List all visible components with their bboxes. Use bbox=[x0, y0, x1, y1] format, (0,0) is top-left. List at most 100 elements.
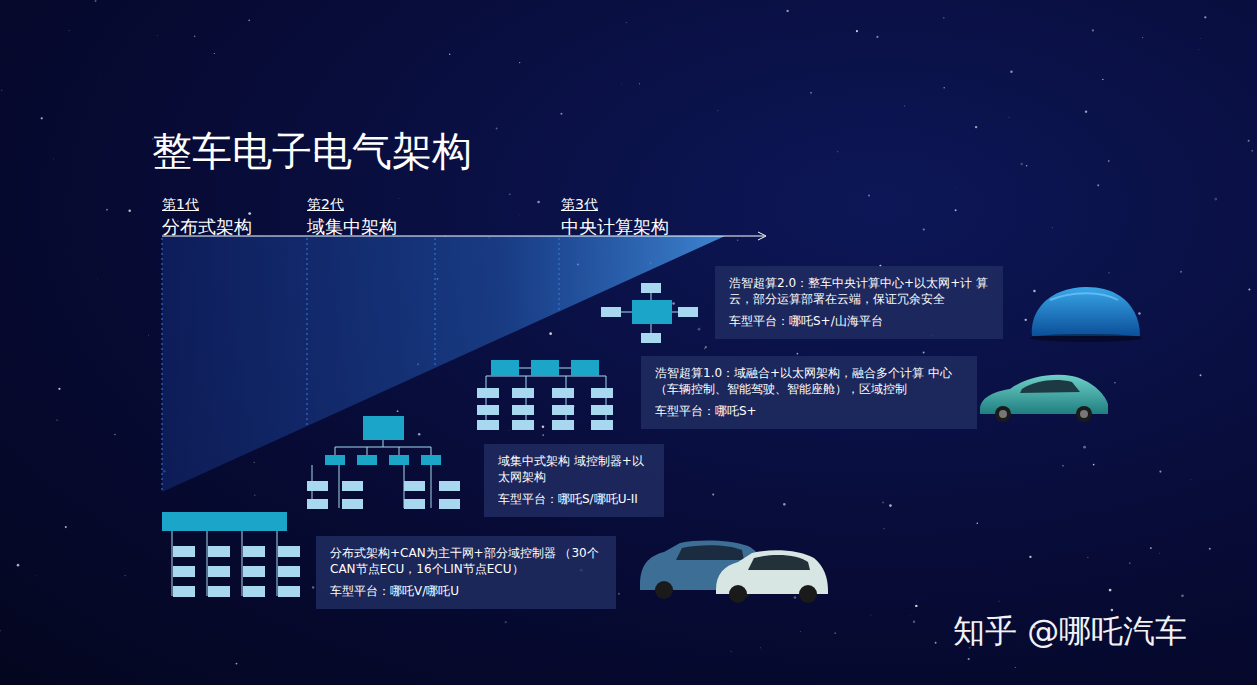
star bbox=[508, 429, 510, 431]
star bbox=[1008, 116, 1010, 118]
star bbox=[956, 188, 958, 190]
generation-number: 第3代 bbox=[561, 196, 598, 214]
star bbox=[1204, 16, 1206, 18]
star bbox=[698, 328, 701, 331]
star bbox=[56, 420, 57, 421]
star bbox=[717, 110, 718, 111]
info-panel: 分布式架构+CAN为主干网+部分域控制器 （30个CAN节点ECU，16个LIN… bbox=[316, 536, 616, 609]
star bbox=[398, 198, 400, 200]
star bbox=[1102, 79, 1103, 80]
panel-platform: 车型平台：哪吒S+ bbox=[655, 403, 965, 419]
star bbox=[505, 621, 507, 623]
watermark: 知乎 @哪吒汽车 bbox=[953, 610, 1187, 654]
panel-description: 域集中式架构 域控制器+以太网架构 bbox=[498, 453, 652, 485]
star bbox=[68, 30, 70, 32]
star bbox=[449, 54, 450, 55]
title: 整车电子电气架构 bbox=[152, 124, 472, 179]
star bbox=[1026, 165, 1027, 166]
star bbox=[254, 495, 255, 496]
ecu-box bbox=[439, 481, 460, 491]
star bbox=[1251, 150, 1253, 152]
star bbox=[1108, 272, 1109, 273]
star bbox=[1, 90, 2, 91]
ecu-box bbox=[404, 481, 425, 491]
star bbox=[496, 128, 498, 130]
star bbox=[783, 503, 786, 506]
star bbox=[114, 434, 115, 435]
star bbox=[1092, 29, 1094, 31]
timeline-arrow bbox=[162, 232, 766, 240]
star bbox=[712, 493, 714, 495]
generation-name: 分布式架构 bbox=[162, 215, 252, 239]
generation-number: 第1代 bbox=[162, 196, 199, 214]
star bbox=[705, 346, 707, 348]
star bbox=[519, 215, 521, 217]
star bbox=[254, 462, 255, 463]
star bbox=[800, 631, 802, 633]
panel-platform: 车型平台：哪吒S+/山海平台 bbox=[729, 313, 991, 329]
ecu-box bbox=[173, 586, 195, 597]
star bbox=[935, 642, 937, 644]
star bbox=[0, 630, 1, 631]
star bbox=[882, 502, 884, 504]
star bbox=[100, 73, 102, 75]
ecu-box bbox=[477, 405, 499, 415]
ecu-box bbox=[278, 566, 300, 577]
star bbox=[1142, 37, 1143, 38]
star bbox=[943, 17, 944, 18]
ecu-box bbox=[591, 388, 613, 398]
star bbox=[1199, 38, 1201, 40]
star bbox=[621, 83, 623, 85]
ecu-box bbox=[512, 420, 534, 430]
ecu-box bbox=[342, 481, 363, 491]
panel-platform: 车型平台：哪吒V/哪吒U bbox=[330, 583, 604, 599]
star bbox=[97, 278, 99, 280]
star bbox=[913, 621, 915, 623]
star bbox=[537, 201, 540, 204]
star bbox=[65, 526, 67, 528]
star bbox=[1025, 319, 1027, 321]
star bbox=[883, 528, 884, 529]
star bbox=[560, 113, 562, 115]
ecu-box bbox=[278, 586, 300, 597]
star bbox=[856, 30, 858, 32]
ecu-box bbox=[342, 499, 363, 509]
star bbox=[1010, 70, 1013, 73]
star bbox=[955, 209, 957, 211]
star bbox=[1248, 140, 1250, 142]
star bbox=[1114, 382, 1115, 383]
star bbox=[760, 647, 761, 648]
star bbox=[1062, 465, 1064, 467]
star bbox=[1190, 478, 1192, 480]
star bbox=[904, 105, 906, 107]
star bbox=[41, 117, 43, 119]
star bbox=[1083, 446, 1086, 449]
star bbox=[1200, 374, 1202, 376]
star bbox=[1108, 160, 1109, 161]
teal-car bbox=[980, 375, 1108, 422]
generation-name: 域集中架构 bbox=[307, 215, 397, 239]
star bbox=[58, 388, 60, 390]
info-panel: 浩智超算1.0：域融合+以太网架构，融合多个计算 中心（车辆控制、智能驾驶、智能… bbox=[641, 356, 977, 429]
ecu-box bbox=[404, 499, 425, 509]
star bbox=[1087, 557, 1088, 558]
generation-name: 中央计算架构 bbox=[561, 215, 669, 239]
panel-description: 浩智超算2.0：整车中央计算中心+以太网+计 算云，部分运算部署在云端，保证冗余… bbox=[729, 275, 991, 307]
star bbox=[157, 35, 159, 37]
covered-car bbox=[1030, 287, 1142, 342]
star bbox=[870, 614, 872, 616]
star bbox=[1033, 290, 1036, 293]
star bbox=[737, 239, 738, 240]
fusion-icon bbox=[477, 360, 613, 430]
star bbox=[549, 332, 552, 335]
ecu-box bbox=[552, 388, 574, 398]
star bbox=[889, 504, 892, 507]
ecu-box bbox=[552, 405, 574, 415]
star bbox=[248, 212, 251, 215]
star bbox=[1097, 184, 1099, 186]
info-panel: 浩智超算2.0：整车中央计算中心+以太网+计 算云，部分运算部署在云端，保证冗余… bbox=[715, 266, 1003, 339]
star bbox=[998, 600, 1000, 602]
distributed-icon bbox=[162, 512, 300, 597]
